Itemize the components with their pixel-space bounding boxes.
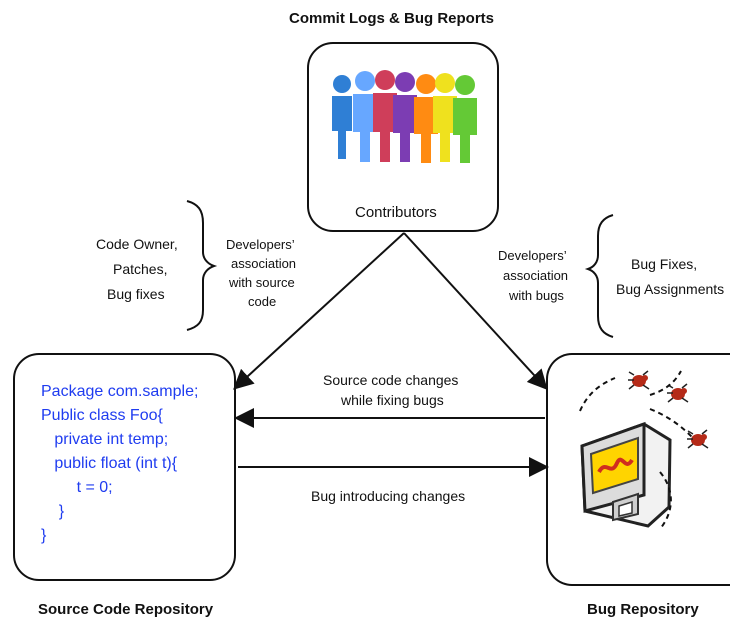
left-association-line-2: association [231, 256, 297, 271]
source-code-repository-title: Source Code Repository [38, 601, 214, 618]
code-line-1: Package com.sample; [41, 383, 199, 400]
bug-repository-box [546, 353, 730, 586]
code-line-2: Public class Foo{ [41, 407, 163, 424]
right-note-line-2: Bug Assignments [616, 281, 725, 297]
bug-icon [665, 383, 691, 405]
source-code-box: Package com.sample; Public class Foo{ pr… [13, 353, 236, 581]
code-line-6: } [41, 503, 65, 520]
people-icon [327, 66, 481, 176]
bug-icon [626, 370, 652, 392]
upper-arrow-label-line-2: while fixing bugs [341, 392, 444, 408]
contributors-box: Contributors [307, 42, 499, 232]
code-line-5: t = 0; [41, 479, 113, 496]
code-line-3: private int temp; [41, 431, 169, 448]
right-association-line-2: association [503, 268, 569, 283]
left-association-line-1: Developers’ [226, 237, 295, 252]
left-association-line-3: with source [229, 275, 295, 290]
bug-repository-title: Bug Repository [587, 601, 699, 618]
right-association-line-3: with bugs [509, 288, 564, 303]
upper-arrow-label-line-1: Source code changes [323, 372, 459, 388]
left-note-line-2: Patches, [113, 261, 168, 277]
right-association-line-1: Developers’ [498, 248, 567, 263]
code-line-4: public float (int t){ [41, 455, 178, 472]
contributors-label: Contributors [355, 204, 437, 221]
bug-icon [685, 429, 711, 451]
lower-arrow-label: Bug introducing changes [311, 488, 466, 504]
code-line-7: } [41, 527, 47, 544]
left-association-line-4: code [248, 294, 277, 309]
computer-icon [566, 399, 686, 549]
left-note-line-1: Code Owner, [96, 236, 178, 252]
diagram-title-top: Commit Logs & Bug Reports [289, 10, 494, 27]
left-note-line-3: Bug fixes [107, 286, 165, 302]
right-note-line-1: Bug Fixes, [631, 256, 698, 272]
